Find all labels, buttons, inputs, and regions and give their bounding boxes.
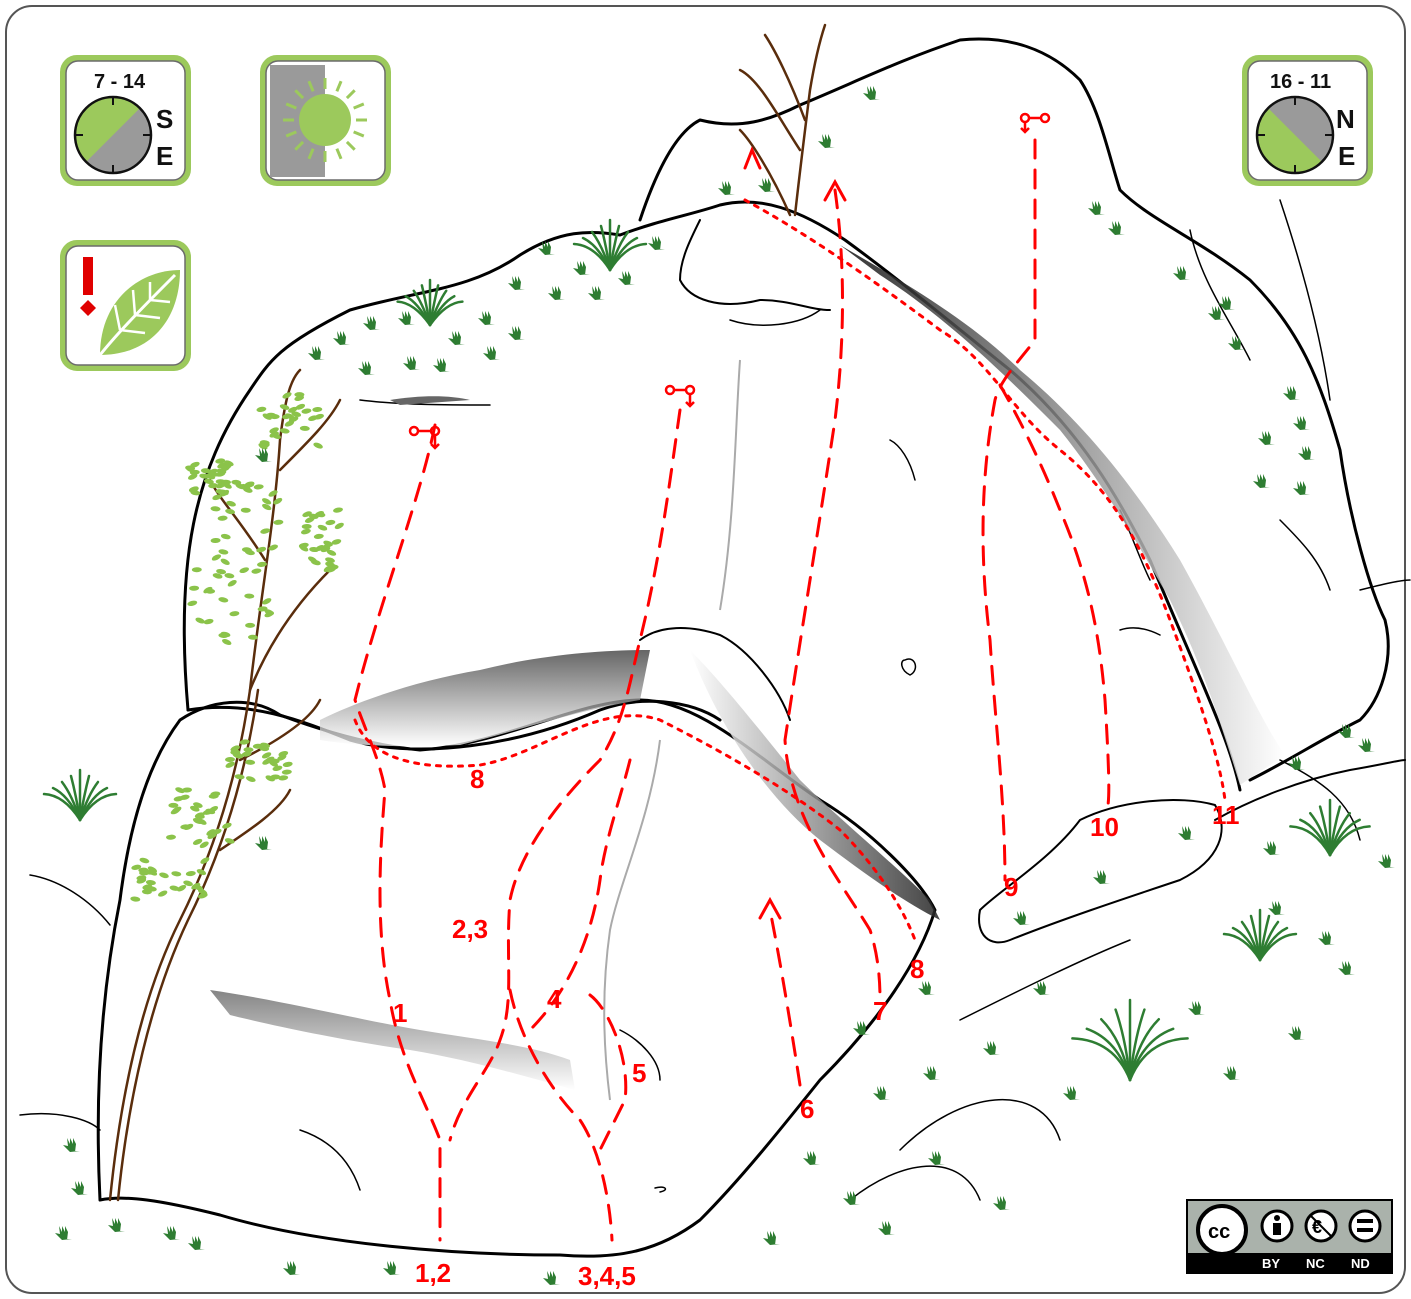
route-label-11: 11 xyxy=(1212,800,1240,830)
svg-text:€: € xyxy=(1312,1217,1322,1237)
aspect-range-left: 7 - 14 xyxy=(94,71,146,93)
cc-icon: cc xyxy=(1198,1206,1246,1254)
svg-text:cc: cc xyxy=(1208,1221,1230,1243)
route-label-9: 9 xyxy=(1004,872,1018,902)
leaf-warning-badge xyxy=(63,243,188,368)
aspect-dir1-left: S xyxy=(156,104,173,134)
start-label-3-4-5: 3,4,5 xyxy=(578,1261,636,1291)
license-nd: ND xyxy=(1351,1256,1370,1271)
route-label-8-bottom: 8 xyxy=(910,954,924,984)
aspect-range-right: 16 - 11 xyxy=(1270,71,1331,93)
aspect-dir2-left: E xyxy=(156,141,173,171)
license-nc: NC xyxy=(1306,1256,1325,1271)
route-label-5: 5 xyxy=(632,1058,646,1088)
compass-icon xyxy=(75,97,151,173)
start-label-1-2: 1,2 xyxy=(415,1258,451,1288)
sun-badge xyxy=(263,58,388,183)
aspect-badge-left: 7 - 14 S E xyxy=(63,58,188,183)
aspect-badge-right: 16 - 11 N E xyxy=(1245,58,1370,183)
route-label-2-3: 2,3 xyxy=(452,914,488,944)
aspect-dir2-right: E xyxy=(1338,141,1355,171)
route-label-1: 1 xyxy=(393,998,407,1028)
by-icon xyxy=(1262,1211,1292,1241)
nc-icon: € xyxy=(1306,1211,1336,1241)
license-by: BY xyxy=(1262,1256,1280,1271)
route-label-4: 4 xyxy=(547,984,562,1014)
route-label-7: 7 xyxy=(873,996,887,1026)
compass-icon xyxy=(1257,97,1333,173)
cc-license-badge: cc € BY NC ND xyxy=(1187,1200,1392,1273)
route-label-6: 6 xyxy=(800,1094,814,1124)
route-label-10: 10 xyxy=(1090,812,1119,842)
route-label-8-top: 8 xyxy=(470,764,484,794)
nd-icon xyxy=(1350,1211,1380,1241)
aspect-dir1-right: N xyxy=(1336,104,1355,134)
